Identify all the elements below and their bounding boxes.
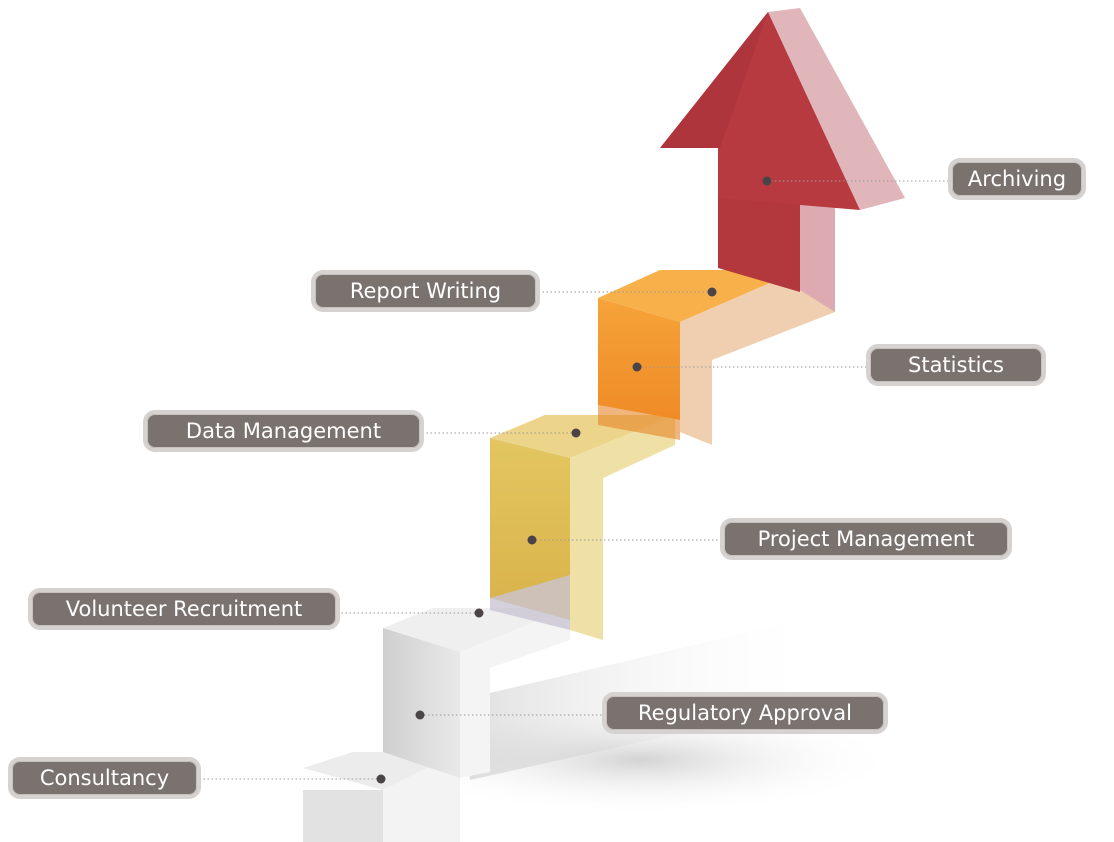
arrow-head-front (660, 12, 860, 210)
dot-archiving (762, 176, 772, 186)
label-regulatory-approval: Regulatory Approval (602, 692, 888, 734)
step-3-side (570, 415, 675, 640)
step-3-inner (490, 575, 570, 630)
step-3-front (490, 438, 570, 620)
dot-consultancy (376, 774, 386, 784)
dot-project-management (527, 535, 537, 545)
connector-lines (201, 180, 948, 780)
arrow-head-highlight (660, 12, 768, 148)
dot-data-management (571, 428, 581, 438)
dot-volunteer-recruitment (474, 608, 484, 618)
step-4-shade (598, 405, 680, 440)
label-consultancy: Consultancy (8, 757, 201, 799)
label-archiving: Archiving (948, 158, 1086, 200)
label-data-management: Data Management (143, 410, 424, 452)
label-statistics: Statistics (866, 344, 1046, 386)
dot-statistics (632, 362, 642, 372)
step-4-top (598, 270, 800, 322)
step-2-front (383, 628, 460, 778)
step-4-front (598, 298, 680, 420)
step-1-side (383, 752, 460, 842)
arrow-shaft-side (800, 190, 835, 312)
dot-regulatory-approval (415, 710, 425, 720)
label-report-writing: Report Writing (311, 270, 540, 312)
step-4-side (680, 270, 835, 445)
step-2-top (383, 608, 570, 652)
arrow-head-side (768, 8, 905, 210)
label-volunteer-recruitment: Volunteer Recruitment (28, 588, 340, 630)
dot-report-writing (707, 287, 717, 297)
step-1-front (303, 790, 383, 842)
step-2-side (460, 608, 570, 778)
connector-dots (376, 176, 772, 784)
label-project-management: Project Management (720, 518, 1012, 560)
arrow-shaft-front (718, 198, 800, 292)
